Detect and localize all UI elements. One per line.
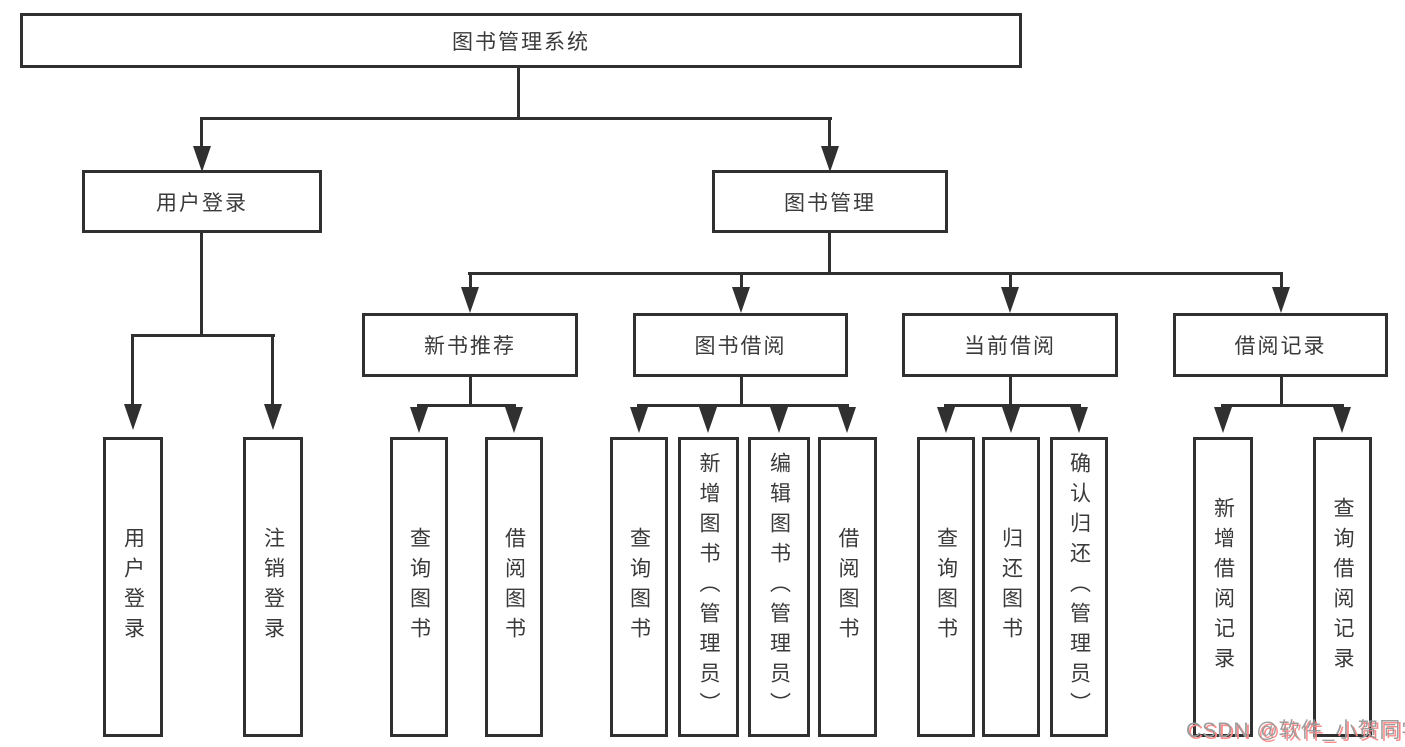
connector [828,233,831,273]
arrowhead-icon [770,407,788,433]
arrowhead-icon [1002,407,1020,433]
arrowhead-icon [821,146,839,172]
csdn-watermark: CSDN @软件_小贺同学 [1186,719,1405,742]
arrowhead-icon [1333,407,1351,433]
connector [637,404,849,407]
leaf-user-login: 用户登录 [103,437,163,737]
arrowhead-icon [838,407,856,433]
arrowhead-icon [124,404,142,430]
connector [517,66,520,118]
node-user-login: 用户登录 [82,170,322,233]
node-new-book-recommendation: 新书推荐 [362,313,578,377]
connector [740,275,743,288]
node-borrowing-records: 借阅记录 [1173,313,1388,377]
arrowhead-icon [699,407,717,433]
connector [417,404,516,407]
connector [1009,377,1012,405]
arrowhead-icon [1214,407,1232,433]
connector [469,377,472,405]
node-current-borrowing: 当前借阅 [902,313,1118,377]
leaf-borrow-books: 借阅图书 [818,437,877,737]
arrowhead-icon [461,287,479,313]
connector [200,117,832,120]
connector [1221,404,1344,407]
connector [468,272,1283,275]
arrowhead-icon [1272,287,1290,313]
connector [200,120,203,147]
arrowhead-icon [1070,407,1088,433]
connector [740,377,743,405]
leaf-return-books: 归还图书 [982,437,1040,737]
connector [469,275,472,288]
arrowhead-icon [732,287,750,313]
leaf-query-books-recommend: 查询图书 [390,437,448,737]
leaf-query-books-borrow: 查询图书 [610,437,668,737]
arrowhead-icon [410,407,428,433]
leaf-edit-books-admin: 编辑图书（管理员） [748,437,810,737]
node-root: 图书管理系统 [20,13,1022,68]
arrowhead-icon [937,407,955,433]
arrowhead-icon [193,146,211,172]
connector [1280,275,1283,288]
connector [131,334,275,337]
connector [200,233,203,335]
connector [131,337,134,405]
arrowhead-icon [630,407,648,433]
connector [271,337,274,405]
connector [1009,275,1012,288]
node-book-borrowing: 图书借阅 [633,313,848,377]
leaf-add-books-admin: 新增图书（管理员） [678,437,739,737]
arrowhead-icon [1001,287,1019,313]
connector [944,404,1081,407]
leaf-query-books-current: 查询图书 [917,437,975,737]
connector [1280,377,1283,405]
leaf-logout: 注销登录 [243,437,303,737]
connector [828,120,831,147]
leaf-confirm-return-admin: 确认归还（管理员） [1050,437,1108,737]
leaf-borrow-books-recommend: 借阅图书 [485,437,543,737]
leaf-add-borrow-record: 新增借阅记录 [1193,437,1253,737]
node-book-management: 图书管理 [712,170,948,233]
arrowhead-icon [505,407,523,433]
leaf-query-borrow-record: 查询借阅记录 [1313,437,1372,737]
arrowhead-icon [264,404,282,430]
